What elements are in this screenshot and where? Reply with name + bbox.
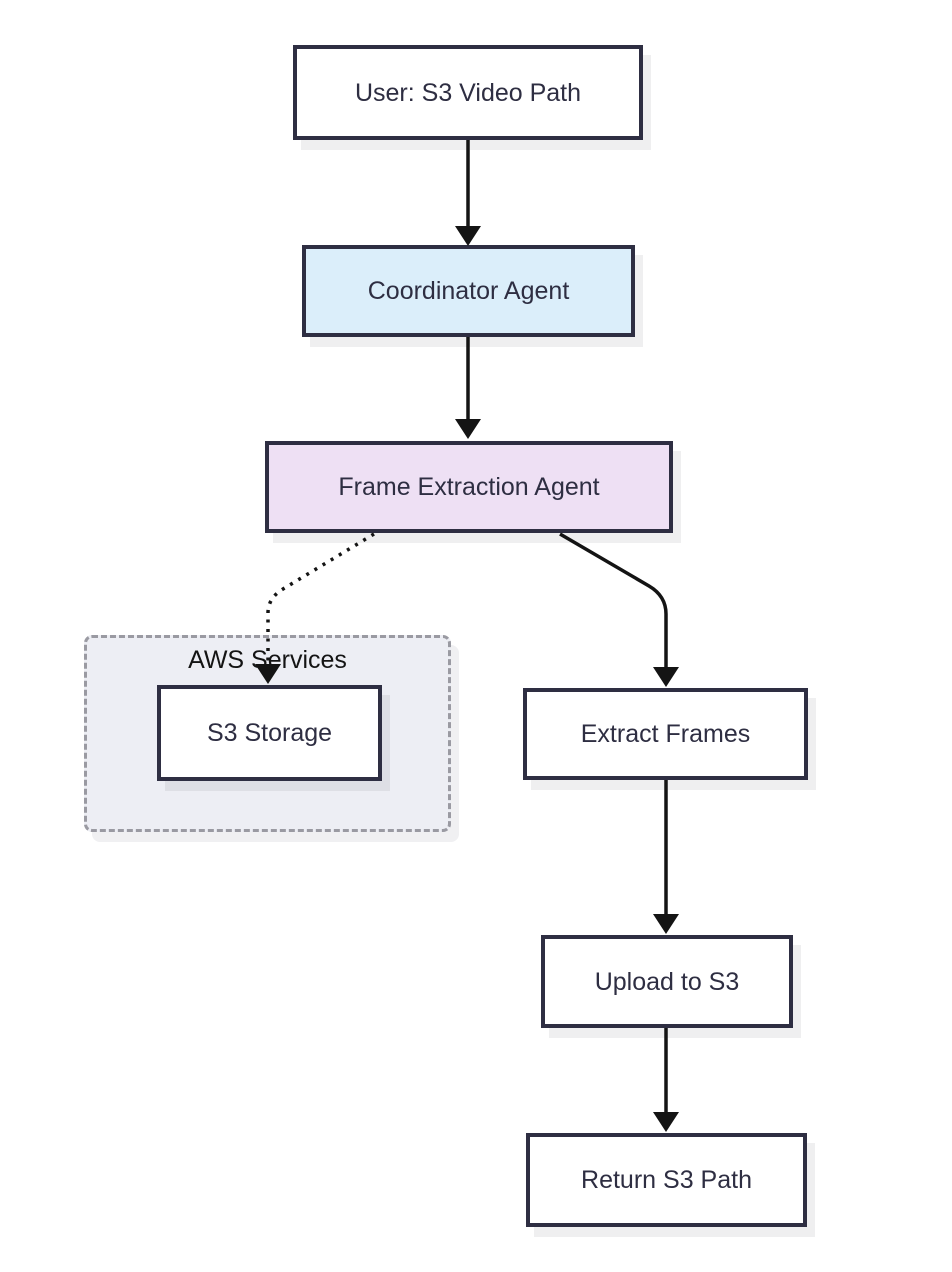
edge-coordinator-frame-extraction-arrowhead-icon <box>455 419 481 439</box>
node-return-s3-path-label: Return S3 Path <box>581 1166 752 1194</box>
node-frame-extraction-agent: Frame Extraction Agent <box>265 441 673 533</box>
node-coordinator-agent-label: Coordinator Agent <box>367 277 570 305</box>
node-return-s3-path: Return S3 Path <box>526 1133 807 1227</box>
edge-user-coordinator-arrowhead-icon <box>455 226 481 246</box>
node-s3-storage-label: S3 Storage <box>206 719 333 747</box>
node-upload-to-s3-label: Upload to S3 <box>594 967 740 996</box>
node-user-s3-video-path: User: S3 Video Path <box>293 45 643 140</box>
node-frame-extraction-agent-label: Frame Extraction Agent <box>338 473 600 501</box>
edge-frame-extraction-extract-frames-arrowhead-icon <box>653 667 679 687</box>
node-upload-to-s3: Upload to S3 <box>541 935 793 1028</box>
node-extract-frames: Extract Frames <box>523 688 808 780</box>
node-user-s3-video-path-label: User: S3 Video Path <box>354 78 582 107</box>
aws-services-group-label: AWS Services <box>188 646 347 674</box>
node-s3-storage: S3 Storage <box>157 685 382 781</box>
edge-extract-frames-upload-arrowhead-icon <box>653 914 679 934</box>
edge-frame-extraction-extract-frames <box>559 532 668 667</box>
node-extract-frames-label: Extract Frames <box>580 720 751 748</box>
edge-upload-return-arrowhead-icon <box>653 1112 679 1132</box>
node-coordinator-agent: Coordinator Agent <box>302 245 635 337</box>
